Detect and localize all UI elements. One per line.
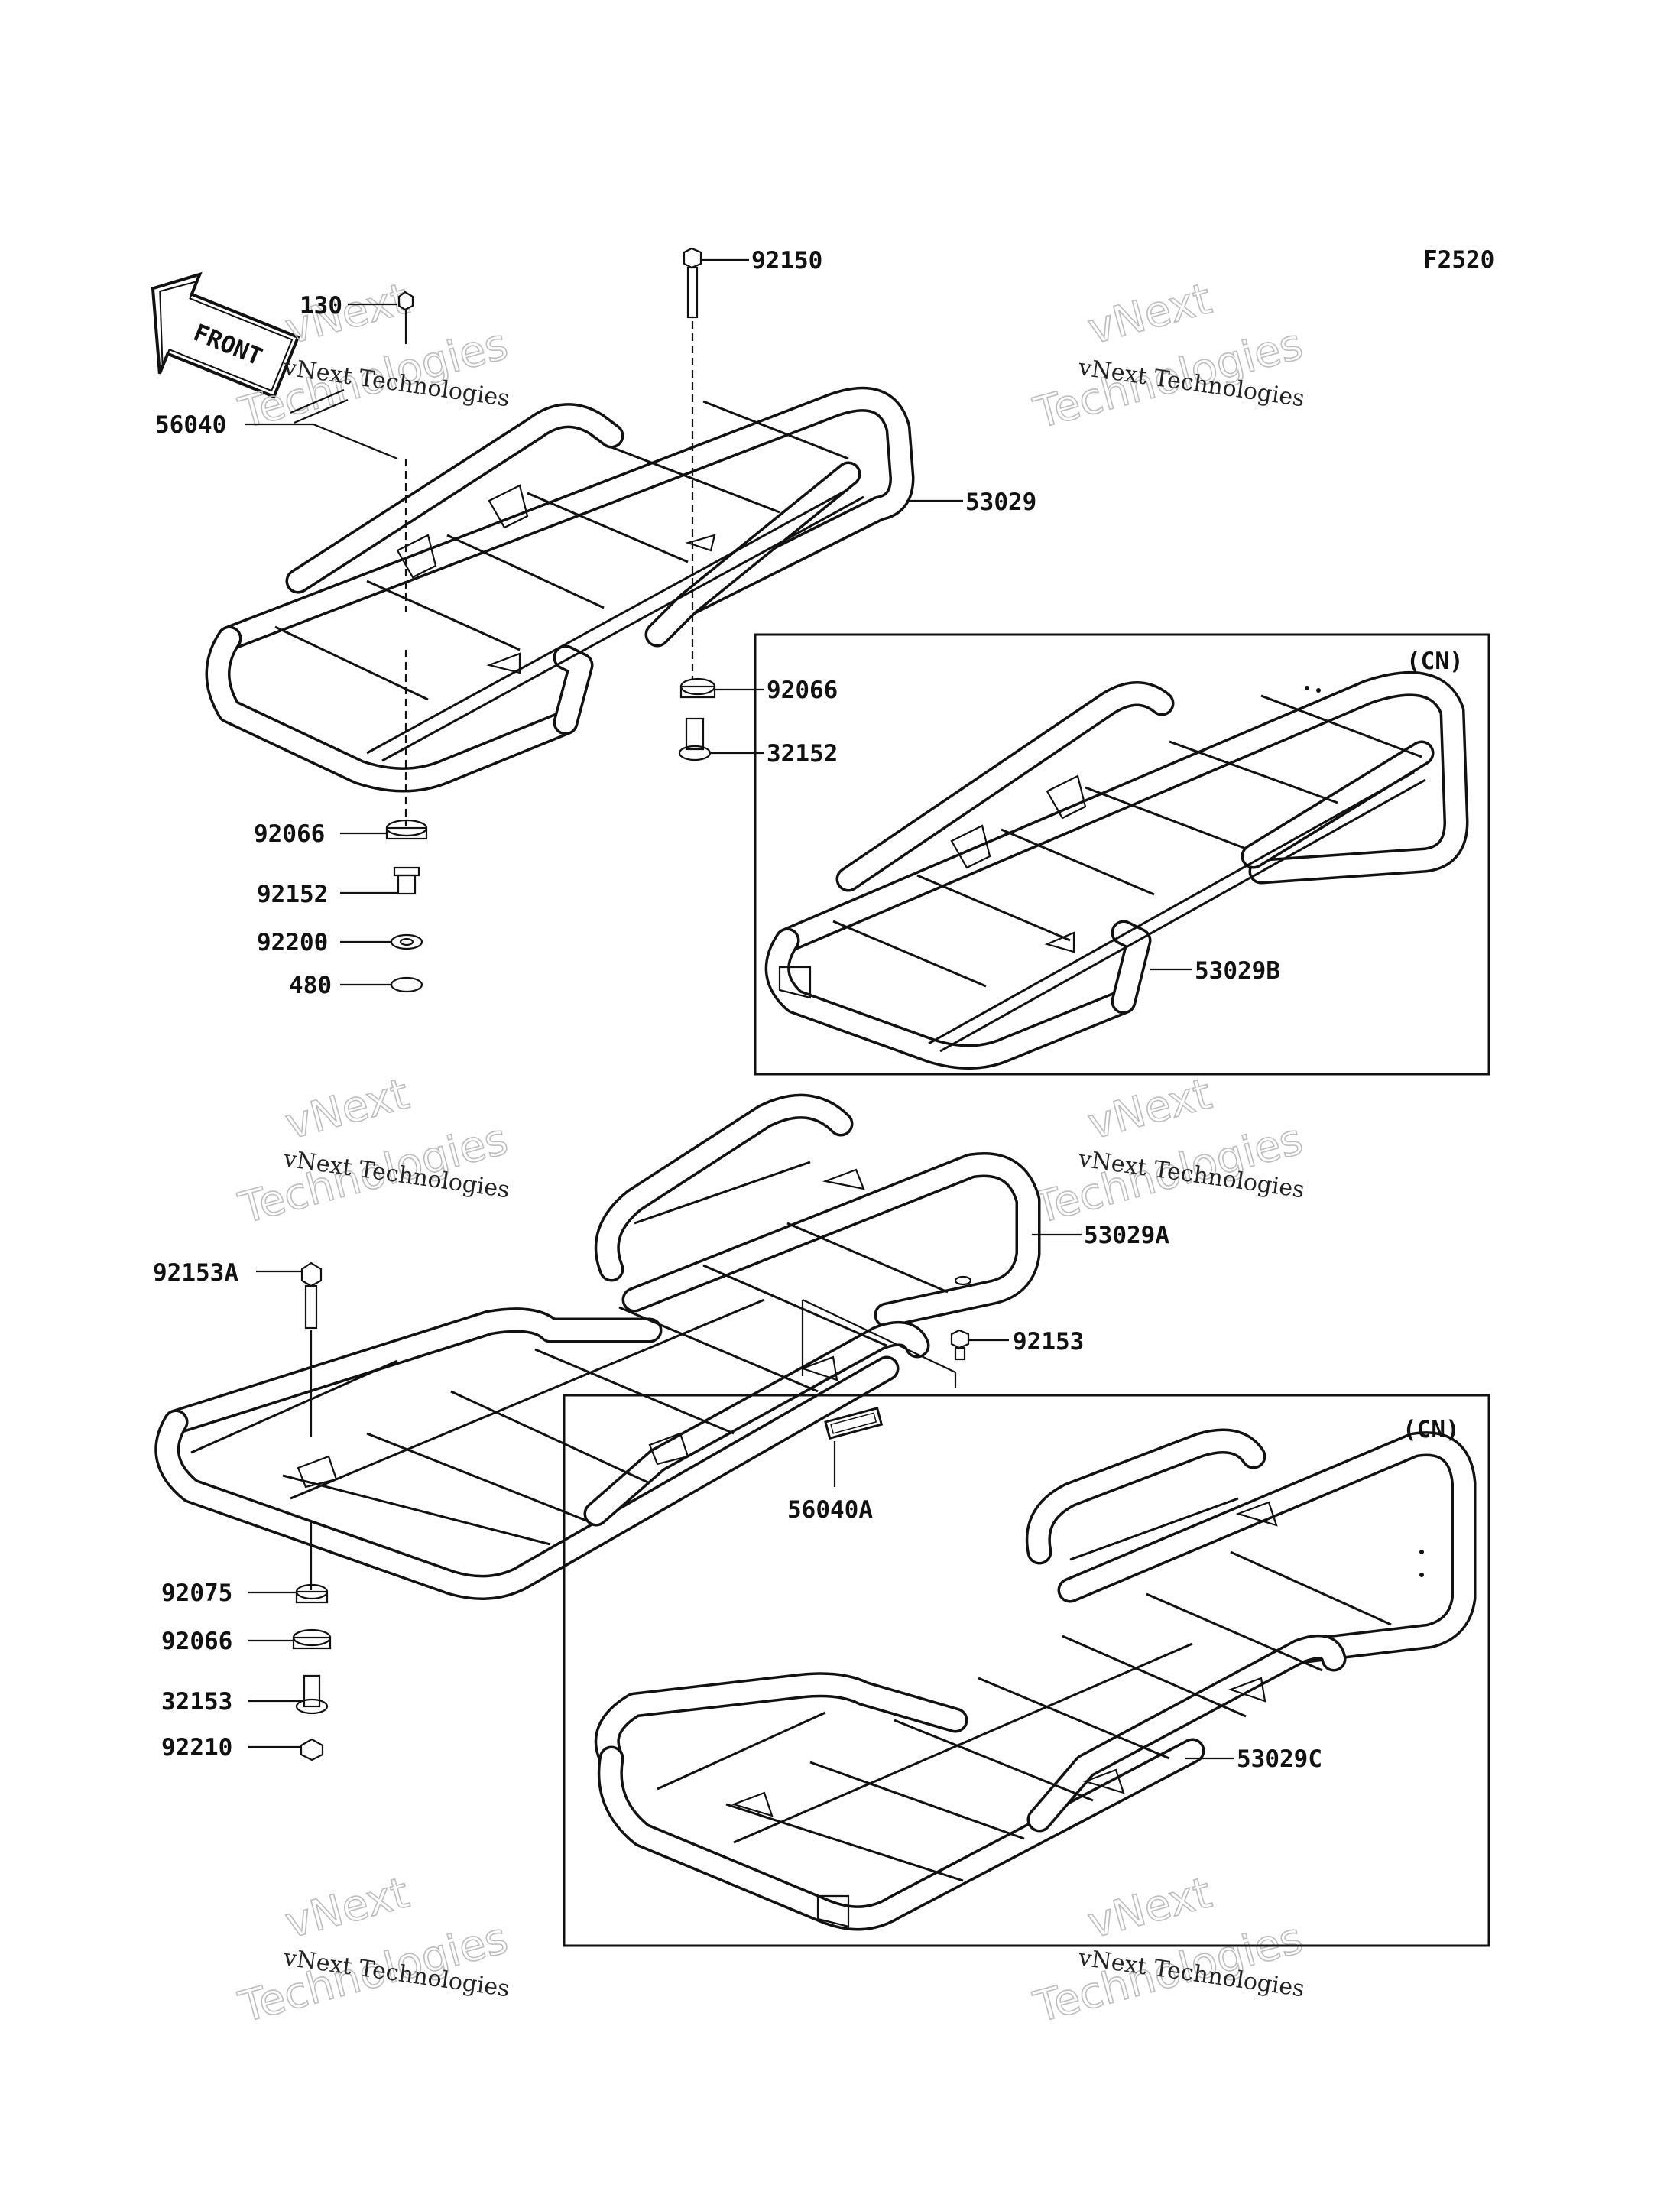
front-arrow-icon: FRONT (151, 271, 300, 399)
rack-53029A (154, 1093, 1082, 1600)
hardware-middle (248, 1261, 1009, 1761)
part-label-32152[interactable]: 32152 (767, 740, 838, 768)
part-label-130[interactable]: 130 (300, 292, 342, 320)
cn-box-bottom (563, 1394, 1490, 1947)
cn-label-bottom: (CN) (1403, 1416, 1460, 1443)
part-label-92066-left[interactable]: 92066 (254, 820, 325, 848)
leaders-top-left (245, 247, 963, 993)
part-label-92066-lower[interactable]: 92066 (161, 1628, 232, 1655)
part-label-53029[interactable]: 53029 (965, 489, 1036, 516)
part-label-92150[interactable]: 92150 (751, 247, 822, 274)
part-label-92152[interactable]: 92152 (257, 881, 328, 908)
svg-text:vNext: vNext (1083, 1868, 1217, 1948)
cn-box-top (754, 633, 1490, 1076)
rack-53029 (205, 386, 915, 793)
part-label-53029C[interactable]: 53029C (1237, 1745, 1322, 1773)
figure-code: F2520 (1423, 246, 1494, 274)
part-label-480[interactable]: 480 (289, 972, 332, 999)
svg-text:vNext: vNext (1083, 274, 1217, 354)
part-labels: 130 92150 56040 53029 92066 32152 92066 … (153, 247, 1464, 1773)
part-label-92200[interactable]: 92200 (257, 929, 328, 956)
svg-text:vNext: vNext (1083, 1069, 1217, 1149)
part-label-92153[interactable]: 92153 (1013, 1328, 1084, 1355)
part-label-92210[interactable]: 92210 (161, 1734, 232, 1761)
part-label-32153[interactable]: 32153 (161, 1688, 232, 1716)
part-label-92075[interactable]: 92075 (161, 1580, 232, 1607)
part-label-53029B[interactable]: 53029B (1195, 957, 1280, 985)
part-label-56040A[interactable]: 56040A (787, 1496, 873, 1524)
rack-53029B (764, 670, 1469, 1070)
part-label-53029A[interactable]: 53029A (1084, 1222, 1169, 1249)
part-label-92066-upper[interactable]: 92066 (767, 677, 838, 704)
cn-label-top: (CN) (1406, 648, 1464, 675)
part-label-56040[interactable]: 56040 (155, 411, 226, 439)
svg-text:vNext: vNext (281, 1069, 414, 1149)
rack-53029C (594, 1428, 1477, 1931)
part-label-92153A[interactable]: 92153A (153, 1259, 238, 1287)
svg-text:vNext: vNext (281, 1868, 414, 1948)
